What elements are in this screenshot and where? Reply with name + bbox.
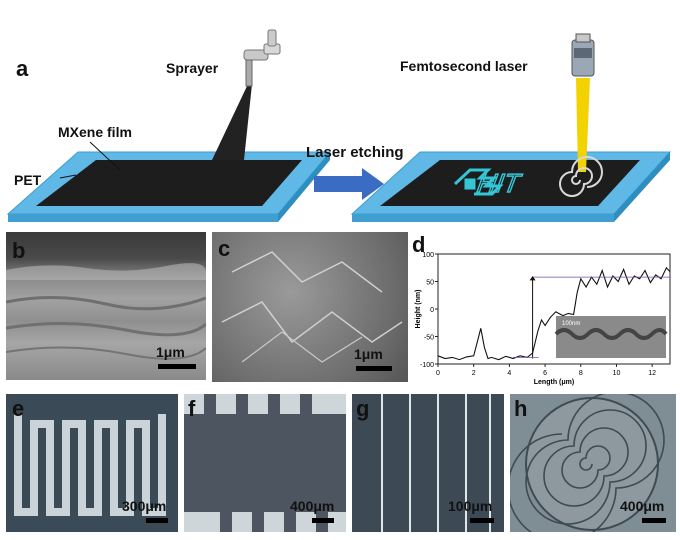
scale-bar-h xyxy=(642,518,666,523)
pet-substrate-right-edge xyxy=(352,214,614,222)
pet-pointer xyxy=(59,174,77,179)
x-tick-label: 2 xyxy=(472,370,476,377)
panel-label-d: d xyxy=(412,232,426,257)
process-label: Laser etching xyxy=(306,144,404,161)
inset-scale-label: 100nm xyxy=(562,321,580,327)
sem-texture-b xyxy=(6,263,206,360)
x-axis-label: Length (μm) xyxy=(534,379,574,386)
objective-icon xyxy=(571,33,595,77)
panel-c-sem: c 1μm xyxy=(212,232,408,382)
etched-spiral-pattern xyxy=(559,156,603,197)
x-tick-label: 8 xyxy=(579,370,583,377)
scale-label-g: 100μm xyxy=(448,498,493,514)
pet-substrate-right-side xyxy=(614,152,670,222)
interdigitated-electrode-e xyxy=(14,414,166,516)
y-tick-label: 0 xyxy=(430,307,434,314)
panel-b-sem: b 1μm xyxy=(6,232,206,380)
panel-label-e: e xyxy=(12,396,25,421)
pet-substrate-left-edge xyxy=(8,214,278,222)
scale-label-f: 400μm xyxy=(290,498,335,514)
mxene-film-etched xyxy=(380,160,640,206)
etched-hit-text: HIT xyxy=(475,168,524,198)
inset-texture xyxy=(554,328,668,340)
panel-label-h: h xyxy=(514,396,528,421)
x-tick-label: 6 xyxy=(543,370,547,377)
scale-bar-g xyxy=(470,518,494,523)
line-pattern-g xyxy=(381,394,491,532)
spray-cone xyxy=(212,84,252,160)
y-tick-label: -100 xyxy=(420,362,434,369)
scale-bar-e xyxy=(146,518,168,523)
x-tick-label: 10 xyxy=(613,370,621,377)
y-tick-label: 50 xyxy=(426,280,434,287)
scale-label-c: 1μm xyxy=(354,346,383,362)
process-arrow xyxy=(314,168,384,200)
step-arrow-head xyxy=(529,276,536,281)
y-axis-label: Height (nm) xyxy=(415,290,422,329)
panel-label-f: f xyxy=(188,396,196,421)
y-tick-label: 100 xyxy=(422,252,434,259)
x-tick-label: 4 xyxy=(507,370,511,377)
schematic-svg: HIT xyxy=(6,29,672,222)
scale-bar-f xyxy=(312,518,334,523)
panel-label-a: a xyxy=(16,56,29,81)
scale-label-h: 400μm xyxy=(620,498,665,514)
scale-bar-b xyxy=(158,364,196,369)
panel-label-b: b xyxy=(12,238,26,263)
y-tick-label: -50 xyxy=(424,335,434,342)
pet-substrate-left-side xyxy=(278,152,330,222)
mxene-pointer xyxy=(89,141,121,171)
mxene-label: MXene film xyxy=(58,124,132,140)
x-tick-label: 12 xyxy=(648,370,656,377)
pet-label: PET xyxy=(14,172,42,188)
panel-h-optical: h 400μm xyxy=(510,394,676,532)
panel-a: HIT a Sprayer Femtosecond laser MXene fi… xyxy=(0,0,680,228)
sprayer-icon xyxy=(243,29,281,87)
mxene-film xyxy=(36,160,302,206)
laser-beam xyxy=(576,78,590,172)
electrode-pattern-f xyxy=(184,394,346,532)
panel-g-optical: g 100μm xyxy=(352,394,504,532)
x-tick-label: 0 xyxy=(436,370,440,377)
etched-interdigitated-pattern xyxy=(453,168,504,196)
laser-label: Femtosecond laser xyxy=(400,58,528,74)
scale-label-b: 1μm xyxy=(156,344,185,360)
sem-texture-c xyxy=(221,251,403,363)
scale-bar-c xyxy=(356,366,392,371)
spiral-pattern-h xyxy=(510,394,665,532)
sprayer-label: Sprayer xyxy=(166,60,219,76)
panel-label-c: c xyxy=(218,236,231,261)
panel-e-optical: e 300μm xyxy=(6,394,178,532)
panel-label-g: g xyxy=(356,396,370,421)
panel-f-optical: f 400μm xyxy=(184,394,346,532)
scale-label-e: 300μm xyxy=(122,498,167,514)
